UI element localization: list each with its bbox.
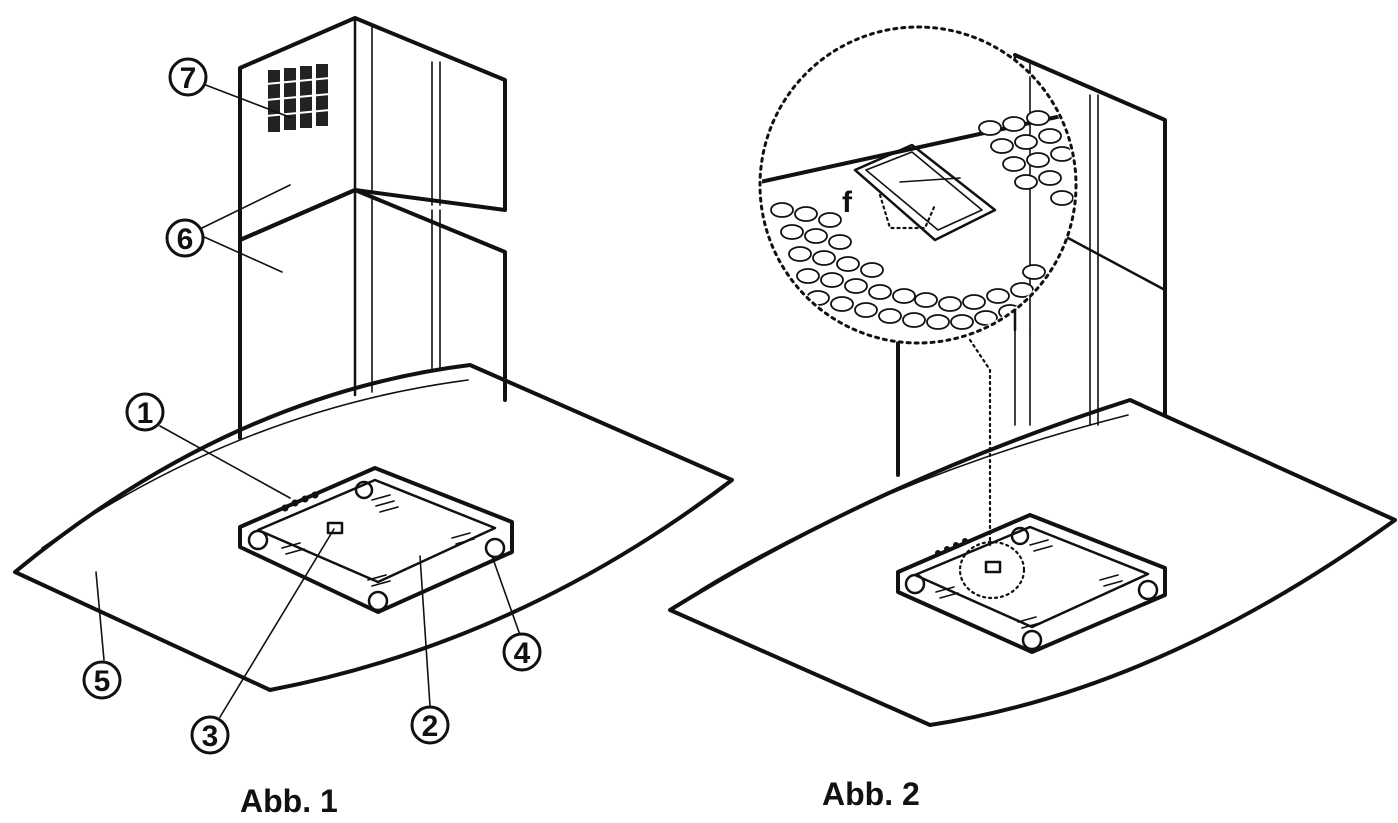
filter-unit <box>238 466 514 614</box>
figure-2: f Abb. 2 <box>668 25 1397 812</box>
callout-4: 4 <box>502 632 542 672</box>
svg-text:7: 7 <box>180 62 197 95</box>
svg-text:2: 2 <box>422 710 439 743</box>
filter-holes <box>770 110 1074 330</box>
callout-1: 1 <box>125 392 165 432</box>
svg-text:3: 3 <box>202 720 219 753</box>
figure-1: 7 6 1 5 3 2 4 Abb. 1 <box>13 16 734 819</box>
figure-1-caption: Abb. 1 <box>240 783 338 819</box>
magnify-connector <box>968 338 992 547</box>
lamp <box>326 521 344 535</box>
chimney-lower-section <box>238 188 507 440</box>
vent-grille <box>265 64 331 132</box>
callout-3: 3 <box>190 715 230 755</box>
callout-7: 7 <box>168 57 208 97</box>
callout-5: 5 <box>82 660 122 700</box>
callout-6: 6 <box>165 218 205 258</box>
svg-text:1: 1 <box>137 397 154 430</box>
svg-text:4: 4 <box>514 637 531 670</box>
glass-canopy-fig2 <box>668 398 1397 727</box>
svg-text:6: 6 <box>177 223 194 256</box>
control-buttons <box>281 491 319 512</box>
magnify-source-circle <box>958 540 1026 600</box>
callout-2: 2 <box>410 705 450 745</box>
filter-unit-fig2 <box>896 513 1167 654</box>
detail-label-f: f <box>842 186 853 219</box>
detail-magnified-view: f <box>758 25 1078 345</box>
glass-canopy <box>13 363 734 692</box>
figure-2-caption: Abb. 2 <box>822 776 920 812</box>
svg-text:5: 5 <box>94 665 111 698</box>
leader-lines <box>95 83 521 718</box>
